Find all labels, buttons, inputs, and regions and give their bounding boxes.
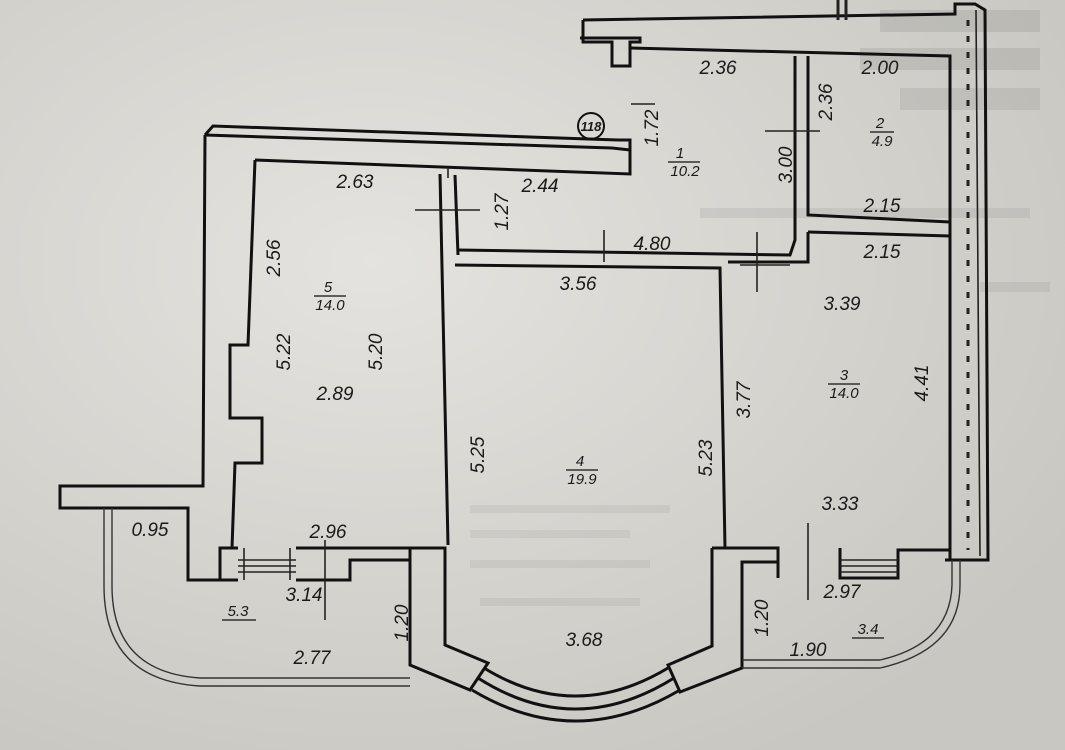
dim-room5-right: 5.20 xyxy=(366,333,387,370)
balcony-right-area: 3.4 xyxy=(858,621,879,638)
dim-room5-top: 2.63 xyxy=(336,172,374,193)
dim-balcony-left-mid: 3.14 xyxy=(286,585,323,606)
dim-room5-mid: 2.89 xyxy=(316,384,354,405)
dim-hall-short: 1.27 xyxy=(492,192,513,230)
dim-room4-left: 5.25 xyxy=(468,436,489,473)
dim-room1-top: 2.36 xyxy=(699,58,737,79)
balcony-left-area: 5.3 xyxy=(228,603,250,620)
dim-room4-bay: 3.68 xyxy=(566,630,603,651)
dim-hall-top: 2.15 xyxy=(863,242,901,263)
room-1-area: 10.2 xyxy=(670,163,700,180)
dim-room1-height: 1.72 xyxy=(642,109,663,146)
room-labels: 1 10.2 2 4.9 3 14.0 4 19.9 5 14.0 5.3 3.… xyxy=(222,115,894,639)
balcony-right-outline xyxy=(742,560,961,669)
apartment-number: 118 xyxy=(581,119,602,134)
bay-arc-1 xyxy=(477,676,675,711)
dim-balcony-left-bottom: 2.77 xyxy=(293,648,332,669)
entrance-wall-stub xyxy=(580,20,642,68)
thin-lines xyxy=(238,0,981,620)
room-2-area: 4.9 xyxy=(872,133,894,150)
dim-balcony-left-side: 1.20 xyxy=(392,604,413,641)
dimension-labels: 2.36 1.72 2.44 3.00 2.00 2.36 2.15 2.15 … xyxy=(132,58,933,669)
dim-room1-side: 3.00 xyxy=(776,146,797,183)
room-1-number: 1 xyxy=(676,145,684,162)
bay-arc-2 xyxy=(483,666,669,698)
dim-balcony-left-top: 0.95 xyxy=(132,520,169,541)
room-5-area: 14.0 xyxy=(315,297,345,314)
balcony-left-outline xyxy=(103,508,410,687)
outer-wall-top xyxy=(582,2,990,562)
apartment-number-badge: 118 xyxy=(577,112,605,140)
wall-room5-top-inner xyxy=(254,150,632,176)
dim-room5-left: 5.22 xyxy=(274,333,295,370)
wall-room3-bottom xyxy=(776,548,950,580)
wall-hall-3 xyxy=(807,230,951,238)
wall-room5-room4 xyxy=(438,173,450,546)
dim-room4-top: 3.56 xyxy=(560,274,597,295)
wall-hall-4 xyxy=(795,232,810,264)
wall-bay-left xyxy=(408,546,491,692)
wall-room5-top xyxy=(203,124,632,152)
dim-room3-left: 3.77 xyxy=(734,380,755,418)
dim-room2-top: 2.00 xyxy=(861,58,899,79)
dim-room2-bottom: 2.15 xyxy=(863,196,901,217)
outer-wall-top-inner xyxy=(629,46,952,560)
dim-hall-width: 4.80 xyxy=(634,234,671,255)
balcony-right-outline-inner xyxy=(742,560,953,661)
room-2-number: 2 xyxy=(875,115,885,132)
balcony-left-outline-inner xyxy=(111,508,410,679)
dim-balcony-right-side: 1.20 xyxy=(752,599,773,636)
room-4-number: 4 xyxy=(576,453,584,470)
dim-room3-bottom: 3.33 xyxy=(822,494,859,515)
dim-room3-right: 4.41 xyxy=(912,365,933,402)
wall-room5-room4-b xyxy=(453,174,460,256)
room-5-number: 5 xyxy=(324,279,333,296)
room-3-number: 3 xyxy=(840,367,849,384)
dim-room1-mid: 2.44 xyxy=(521,176,559,197)
bay-arc-3 xyxy=(471,688,681,723)
dim-room5-corner: 2.56 xyxy=(264,239,285,277)
wall-hall-2 xyxy=(806,56,951,224)
dim-balcony-right-bottom: 1.90 xyxy=(790,640,827,661)
wall-hall xyxy=(457,56,797,257)
dim-room2-side: 2.36 xyxy=(816,83,837,121)
walls xyxy=(58,2,990,723)
room-4-area: 19.9 xyxy=(567,471,597,488)
dim-room4-right: 5.23 xyxy=(696,439,717,476)
dim-balcony-right-top: 2.97 xyxy=(823,582,862,603)
dim-room3-top: 3.39 xyxy=(824,294,861,315)
dim-room5-bottom: 2.96 xyxy=(309,522,347,543)
wall-room5-left xyxy=(58,134,207,510)
wall-room5-bottom xyxy=(188,558,410,582)
balconies xyxy=(103,508,961,687)
room-3-area: 14.0 xyxy=(829,385,859,402)
